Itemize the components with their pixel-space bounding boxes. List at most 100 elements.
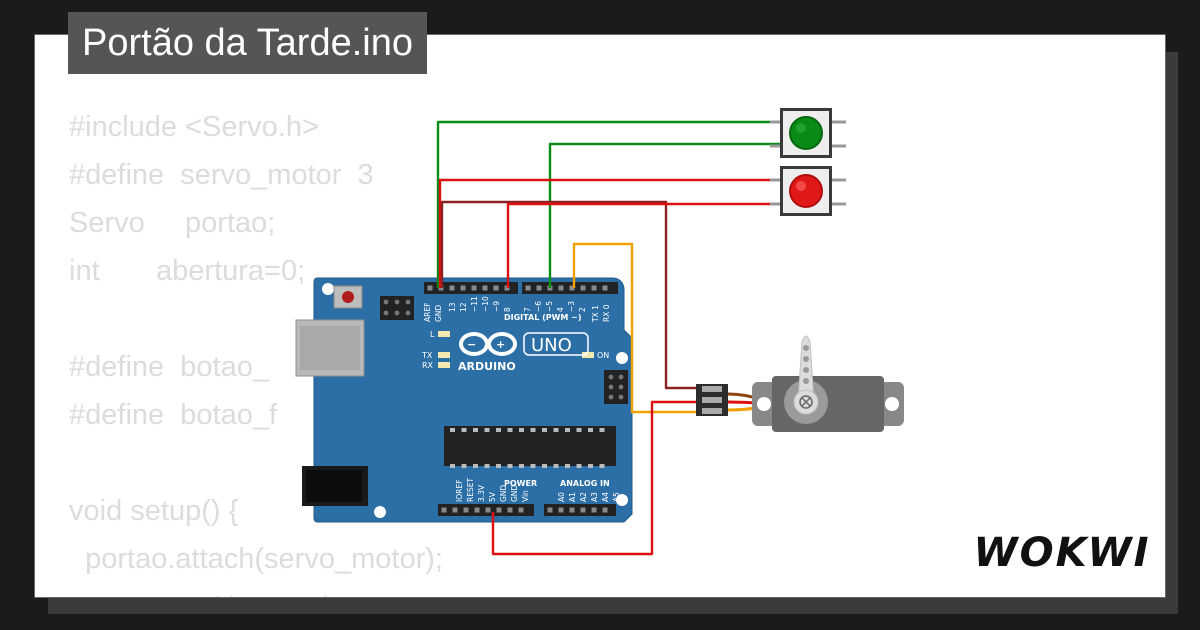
analog-header bbox=[544, 504, 616, 516]
pin-hole bbox=[591, 285, 597, 291]
pin-label: IOREF bbox=[455, 480, 464, 502]
chip-pin bbox=[496, 464, 501, 468]
wire-orange-signal bbox=[572, 242, 700, 414]
pin-label: ~6 bbox=[534, 301, 543, 312]
top-pin-labels: AREF GND 13 12 ~11 ~10 ~9 8 7 ~6 ~5 4 ~3… bbox=[423, 296, 611, 323]
pin-hole bbox=[580, 285, 586, 291]
pin-label: 12 bbox=[459, 302, 468, 312]
pin-hole bbox=[602, 507, 608, 513]
chip-pin bbox=[553, 428, 559, 432]
pin-label: GND bbox=[499, 485, 508, 502]
pin-hole bbox=[569, 285, 575, 291]
pin-label: A3 bbox=[590, 492, 599, 502]
chip-pin bbox=[530, 464, 536, 468]
icsp-header-2 bbox=[604, 370, 628, 404]
chip-pin bbox=[576, 464, 582, 468]
led-on bbox=[582, 352, 594, 358]
pin-hole bbox=[591, 507, 597, 513]
pin-label: ~5 bbox=[545, 301, 554, 312]
chip-pin bbox=[599, 428, 605, 432]
pin-label: AREF bbox=[423, 303, 432, 322]
pin-hole bbox=[536, 285, 542, 291]
wire-red-pin8 bbox=[506, 202, 780, 288]
pin-hole bbox=[474, 507, 480, 513]
pin-hole bbox=[449, 285, 455, 291]
analog-in-label: ANALOG IN bbox=[560, 479, 610, 488]
chip-pin bbox=[484, 464, 490, 468]
led-rx bbox=[438, 362, 450, 368]
pin-label: Vin bbox=[521, 490, 530, 502]
svg-text:−: − bbox=[467, 338, 476, 351]
mounting-hole bbox=[616, 494, 628, 506]
chip-pin bbox=[461, 428, 467, 432]
pin-hole bbox=[602, 285, 608, 291]
led-tx bbox=[438, 352, 450, 358]
code-line: void setup() { bbox=[69, 495, 239, 527]
pin-hole bbox=[558, 507, 564, 513]
wire-darkred-servo-gnd bbox=[440, 200, 700, 390]
pin-label: ~3 bbox=[567, 301, 576, 312]
pin-hole bbox=[441, 507, 447, 513]
code-line: #define botao_f bbox=[69, 399, 278, 431]
chip-pin bbox=[450, 464, 455, 468]
code-line: Servo portao; bbox=[69, 207, 276, 239]
pin-label: RX 0 bbox=[602, 304, 611, 322]
chip-pin bbox=[599, 464, 605, 468]
pin-hole bbox=[569, 507, 575, 513]
power-label: POWER bbox=[504, 479, 537, 488]
pin-label: A0 bbox=[557, 492, 566, 502]
pin-label: RESET bbox=[466, 478, 475, 502]
code-line: int abertura=0; bbox=[69, 255, 306, 287]
mounting-hole bbox=[374, 506, 386, 518]
chip-pin bbox=[565, 428, 570, 432]
pin-hole bbox=[496, 507, 502, 513]
chip-pin bbox=[565, 464, 570, 468]
chip-pin bbox=[530, 428, 536, 432]
pin-hole bbox=[493, 285, 499, 291]
green-pushbutton[interactable] bbox=[770, 108, 846, 158]
pin-label: 8 bbox=[503, 307, 512, 312]
digital-pwm-label: DIGITAL (PWM ~) bbox=[504, 313, 582, 322]
chip-pin bbox=[450, 428, 455, 432]
pin-label: 2 bbox=[578, 307, 587, 312]
red-pushbutton[interactable] bbox=[770, 166, 846, 216]
pin-hole bbox=[525, 285, 531, 291]
chip-pin bbox=[484, 428, 490, 432]
pin-label: 3.3V bbox=[477, 484, 486, 502]
chip-pin bbox=[542, 428, 547, 432]
servo-motor[interactable] bbox=[696, 335, 904, 432]
svg-text:+: + bbox=[496, 338, 505, 351]
chip-pin bbox=[519, 464, 524, 468]
project-title[interactable]: Portão da Tarde.ino bbox=[68, 12, 427, 74]
code-line: #include <Servo.h> bbox=[69, 111, 319, 143]
chip-pin bbox=[507, 464, 513, 468]
pin-hole bbox=[558, 285, 564, 291]
wokwi-logo: WOKWI bbox=[976, 530, 1149, 576]
code-line: portao.attach(servo_motor); bbox=[69, 543, 443, 575]
pin-label: A5 bbox=[612, 492, 621, 502]
atmega-chip bbox=[444, 426, 616, 466]
pin-hole bbox=[427, 285, 433, 291]
pin-label: 5V bbox=[488, 491, 497, 502]
pin-label: ~11 bbox=[470, 296, 479, 312]
chip-pin bbox=[542, 464, 547, 468]
pin-label: ~9 bbox=[492, 301, 501, 312]
led-on-label: ON bbox=[597, 351, 609, 360]
chip-pin bbox=[496, 428, 501, 432]
arduino-uno-board[interactable]: AREF GND 13 12 ~11 ~10 ~9 8 7 ~6 ~5 4 ~3… bbox=[295, 277, 633, 523]
wires bbox=[436, 120, 780, 556]
bottom-pin-labels: IOREF RESET 3.3V 5V GND GND Vin A0 A1 A2… bbox=[455, 478, 621, 502]
pin-hole bbox=[471, 285, 477, 291]
pin-hole bbox=[507, 507, 513, 513]
code-line: ~ ' ' ' bbox=[69, 583, 443, 597]
pin-label: ~10 bbox=[481, 296, 490, 312]
chip-pin bbox=[519, 428, 524, 432]
code-line: #define servo_motor 3 bbox=[69, 159, 374, 191]
pin-hole bbox=[482, 285, 488, 291]
chip-pin bbox=[461, 464, 467, 468]
led-l-label: L bbox=[430, 330, 435, 339]
pin-label: A4 bbox=[601, 492, 610, 502]
led-tx-label: TX bbox=[421, 351, 433, 360]
led-l bbox=[438, 331, 450, 337]
